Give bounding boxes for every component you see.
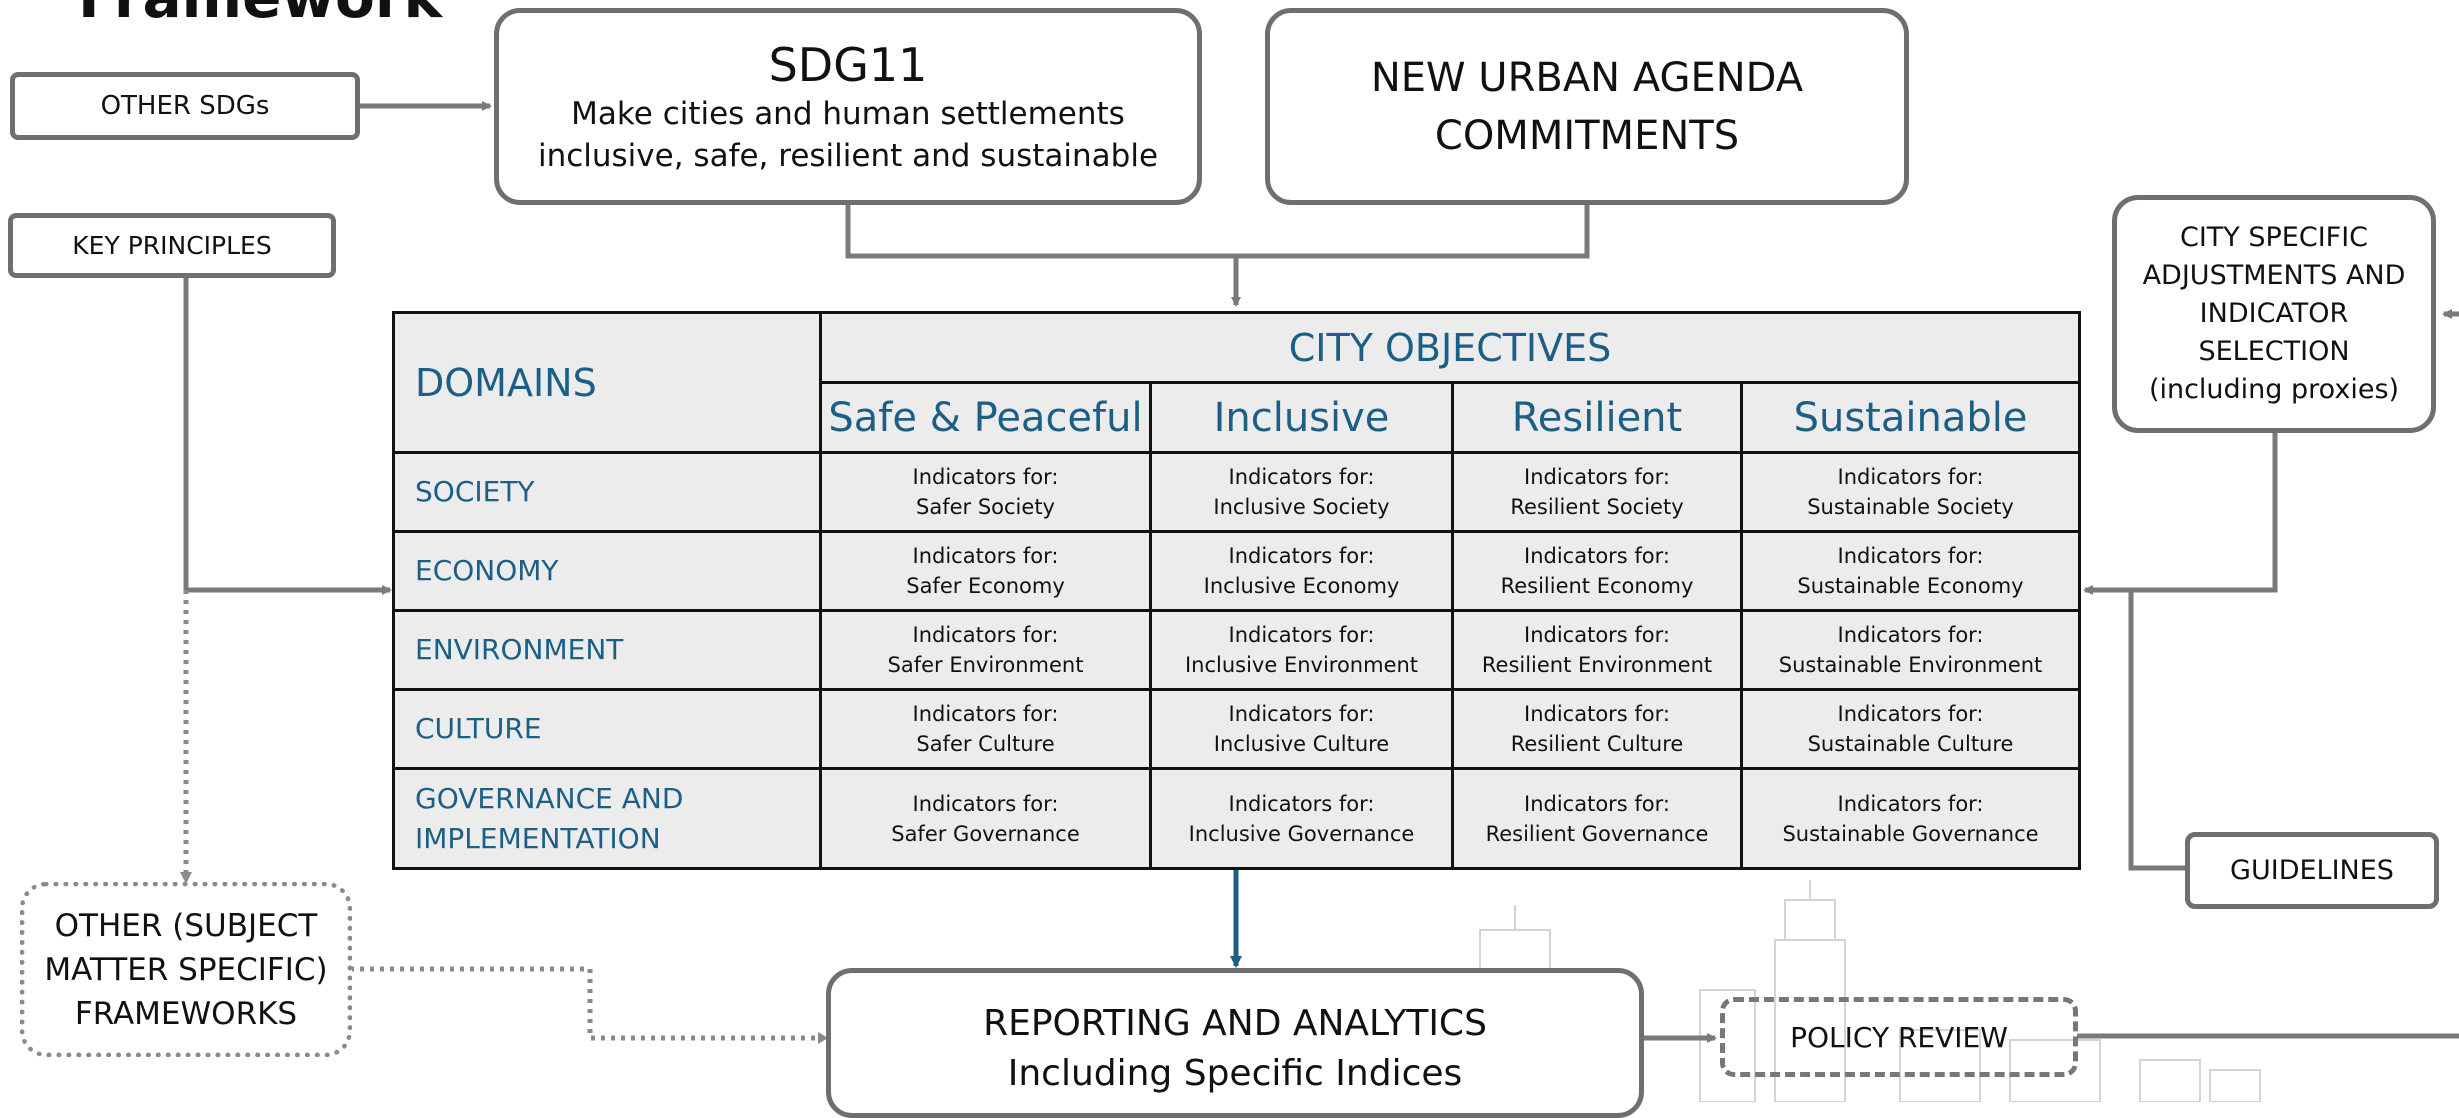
indicator-cell: Indicators for:Resilient Governance	[1451, 767, 1743, 870]
indicator-cell: Indicators for:Resilient Culture	[1451, 688, 1743, 770]
indicator-cell: Indicators for:Inclusive Society	[1149, 451, 1454, 533]
nua-line2: COMMITMENTS	[1434, 112, 1740, 159]
row-label-society: SOCIETY	[392, 451, 822, 533]
nua-line1: NEW URBAN AGENDA	[1370, 54, 1804, 101]
indicator-cell: Indicators for:Inclusive Governance	[1149, 767, 1454, 870]
sdg11-line1: Make cities and human settlements	[571, 95, 1125, 132]
other-sdgs-box: OTHER SDGs	[10, 72, 360, 140]
indicator-cell: Indicators for:Safer Culture	[819, 688, 1152, 770]
other-sdgs-label: OTHER SDGs	[100, 91, 270, 121]
policy-review-box: POLICY REVIEW	[1720, 997, 2078, 1077]
table-row: CULTURE Indicators for:Safer Culture Ind…	[392, 688, 2082, 770]
sdg11-box: SDG11 Make cities and human settlements …	[494, 8, 1202, 205]
reporting-box: REPORTING AND ANALYTICS Including Specif…	[826, 968, 1644, 1118]
row-label-culture: CULTURE	[392, 688, 822, 770]
new-urban-agenda-box: NEW URBAN AGENDA COMMITMENTS	[1265, 8, 1909, 205]
city-objectives-header: CITY OBJECTIVES	[818, 311, 2082, 384]
other-frameworks-line3: FRAMEWORKS	[74, 995, 298, 1032]
city-specific-box: CITY SPECIFIC ADJUSTMENTS AND INDICATOR …	[2112, 195, 2436, 433]
indicator-cell: Indicators for:Inclusive Economy	[1149, 530, 1454, 612]
indicator-cell: Indicators for:Safer Environment	[819, 609, 1152, 691]
row-label-economy: ECONOMY	[392, 530, 822, 612]
other-frameworks-line1: OTHER (SUBJECT	[54, 907, 318, 944]
reporting-line1: REPORTING AND ANALYTICS	[983, 1003, 1487, 1044]
column-header-inclusive: Inclusive	[1149, 381, 1454, 454]
indicator-cell: Indicators for:Sustainable Governance	[1739, 767, 2082, 870]
column-header-safe: Safe & Peaceful	[819, 381, 1152, 454]
indicator-cell: Indicators for:Sustainable Environment	[1739, 609, 2082, 691]
city-specific-line3: INDICATOR	[2199, 298, 2349, 329]
indicator-cell: Indicators for:Resilient Society	[1451, 451, 1743, 533]
column-header-sustainable: Sustainable	[1739, 381, 2082, 454]
guidelines-label: GUIDELINES	[2230, 855, 2394, 886]
key-principles-box: KEY PRINCIPLES	[8, 213, 336, 278]
table-row: ECONOMY Indicators for:Safer Economy Ind…	[392, 530, 2082, 612]
indicator-cell: Indicators for:Safer Governance	[819, 767, 1152, 870]
city-specific-line2: ADJUSTMENTS AND	[2142, 260, 2406, 291]
indicator-cell: Indicators for:Resilient Environment	[1451, 609, 1743, 691]
other-frameworks-line2: MATTER SPECIFIC)	[44, 951, 328, 988]
indicator-cell: Indicators for:Sustainable Economy	[1739, 530, 2082, 612]
row-label-environment: ENVIRONMENT	[392, 609, 822, 691]
indicator-cell: Indicators for:Sustainable Culture	[1739, 688, 2082, 770]
other-frameworks-box: OTHER (SUBJECT MATTER SPECIFIC) FRAMEWOR…	[20, 882, 352, 1057]
indicator-cell: Indicators for:Inclusive Culture	[1149, 688, 1454, 770]
indicator-cell: Indicators for:Resilient Economy	[1451, 530, 1743, 612]
city-specific-line1: CITY SPECIFIC	[2179, 222, 2369, 253]
table-row: SOCIETY Indicators for:Safer Society Ind…	[392, 451, 2082, 533]
reporting-line2: Including Specific Indices	[1007, 1053, 1463, 1094]
page-title: Framework	[78, 0, 442, 26]
sdg11-title: SDG11	[768, 37, 928, 92]
sdg11-line2: inclusive, safe, resilient and sustainab…	[537, 137, 1159, 174]
key-principles-label: KEY PRINCIPLES	[72, 231, 272, 260]
city-specific-line4: SELECTION	[2198, 336, 2350, 367]
domains-objectives-table: DOMAINS CITY OBJECTIVES Safe & Peaceful …	[392, 311, 2082, 870]
city-specific-line5: (including proxies)	[2148, 374, 2400, 405]
table-row: ENVIRONMENT Indicators for:Safer Environ…	[392, 609, 2082, 691]
column-header-resilient: Resilient	[1451, 381, 1743, 454]
indicator-cell: Indicators for:Sustainable Society	[1739, 451, 2082, 533]
indicator-cell: Indicators for:Inclusive Environment	[1149, 609, 1454, 691]
domains-header: DOMAINS	[392, 311, 822, 454]
indicator-cell: Indicators for:Safer Economy	[819, 530, 1152, 612]
policy-review-label: POLICY REVIEW	[1790, 1020, 2008, 1054]
guidelines-box: GUIDELINES	[2185, 832, 2439, 909]
indicator-cell: Indicators for:Safer Society	[819, 451, 1152, 533]
